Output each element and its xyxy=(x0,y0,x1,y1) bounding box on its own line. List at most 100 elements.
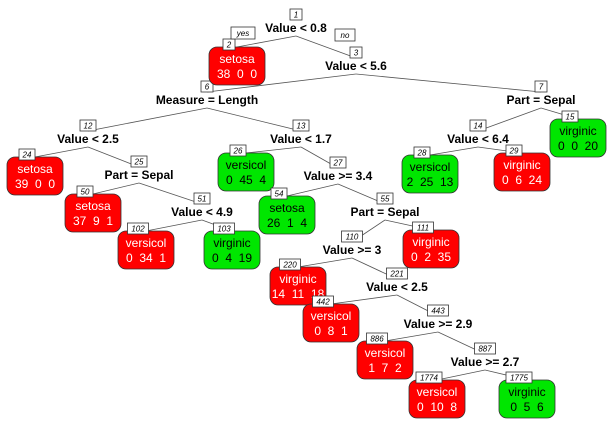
split-label-bg xyxy=(260,132,342,146)
tree-edge xyxy=(429,146,479,156)
node-id: 2 xyxy=(226,41,232,50)
split-label-bg xyxy=(341,205,429,219)
leaf-class-label: virginic xyxy=(559,124,596,138)
node-id: 1774 xyxy=(420,374,438,383)
no-badge: no xyxy=(334,28,356,42)
node-id: 7 xyxy=(539,83,544,92)
tree-edge xyxy=(295,35,357,59)
node-id-box xyxy=(505,371,533,384)
leaf-class-label: setosa xyxy=(269,201,305,215)
split-node: Value < 1.713 xyxy=(260,119,342,146)
leaf-class-label: virginic xyxy=(279,272,316,286)
node-id-box xyxy=(329,156,347,169)
node-id-box xyxy=(193,192,211,205)
tree-edge xyxy=(145,219,203,232)
leaf-box xyxy=(208,46,266,86)
node-id: 221 xyxy=(389,270,403,279)
leaf-counts: 0 0 20 xyxy=(558,139,598,153)
tree-edge xyxy=(87,107,208,132)
split-label: Value >= 3.4 xyxy=(304,169,373,183)
split-label-bg xyxy=(161,205,243,219)
tree-edge xyxy=(477,107,542,132)
leaf-counts: 0 6 24 xyxy=(502,173,542,187)
node-id-box xyxy=(474,342,496,355)
leaf-counts: 2 25 13 xyxy=(407,175,454,189)
node-id: 887 xyxy=(478,345,492,354)
split-label: Value < 5.6 xyxy=(325,59,387,73)
node-id-box xyxy=(76,185,94,198)
leaf-class-label: virginic xyxy=(508,385,545,399)
node-id: 14 xyxy=(474,122,483,131)
node-id-box xyxy=(222,38,236,51)
node-id: 102 xyxy=(131,225,145,234)
tree-edge xyxy=(87,146,140,168)
split-label: Value < 4.9 xyxy=(171,205,233,219)
node-id-box xyxy=(376,192,394,205)
node-id-box xyxy=(427,304,449,317)
leaf-class-label: virginic xyxy=(213,236,250,250)
node-id: 25 xyxy=(134,158,144,167)
leaf-counts: 14 11 18 xyxy=(272,287,325,301)
split-label-bg xyxy=(315,243,389,257)
yes-badge: yes xyxy=(230,26,256,40)
split-node: Value < 0.81 xyxy=(255,8,337,35)
leaf-counts: 1 7 2 xyxy=(368,361,402,375)
leaf-class-label: versicol xyxy=(410,160,451,174)
node-id: 24 xyxy=(22,151,32,160)
leaf-counts: 26 1 4 xyxy=(267,216,307,230)
no-label: no xyxy=(341,31,350,40)
node-id: 6 xyxy=(205,83,210,92)
split-label-bg xyxy=(315,59,397,73)
node-id-box xyxy=(213,222,235,235)
node-id-box xyxy=(412,221,434,234)
node-id: 110 xyxy=(346,233,359,242)
leaf-class-label: versicol xyxy=(365,346,406,360)
split-label: Value < 2.5 xyxy=(57,132,119,146)
split-label-bg xyxy=(497,93,585,107)
split-node: Value >= 3.427 xyxy=(294,156,382,183)
node-id: 13 xyxy=(297,122,306,131)
node-id: 443 xyxy=(431,307,445,316)
node-id-box xyxy=(349,46,363,59)
leaf-class-label: virginic xyxy=(503,158,540,172)
tree-edge xyxy=(138,182,203,205)
node-id: 28 xyxy=(417,149,427,158)
node-id: 1 xyxy=(294,11,298,20)
node-id: 886 xyxy=(370,335,384,344)
leaf-counts: 0 34 1 xyxy=(126,251,166,265)
node-id: 12 xyxy=(84,122,93,131)
split-label-bg xyxy=(149,93,265,107)
node-id: 220 xyxy=(282,261,297,270)
node-id-box xyxy=(18,148,36,161)
node-id-box xyxy=(292,119,310,132)
tree-edge xyxy=(206,107,302,132)
leaf-counts: 37 9 1 xyxy=(73,214,113,228)
leaf-class-label: setosa xyxy=(17,162,53,176)
split-label-bg xyxy=(356,280,438,294)
node-id-box xyxy=(561,110,579,123)
split-label: Value < 1.7 xyxy=(270,132,332,146)
split-label-bg xyxy=(294,169,382,183)
tree-edge xyxy=(330,294,398,305)
node-id-box xyxy=(279,258,301,271)
node-id-box xyxy=(130,155,148,168)
leaf-counts: 0 10 8 xyxy=(417,400,457,414)
node-id: 55 xyxy=(381,195,390,204)
node-id: 15 xyxy=(566,113,575,122)
